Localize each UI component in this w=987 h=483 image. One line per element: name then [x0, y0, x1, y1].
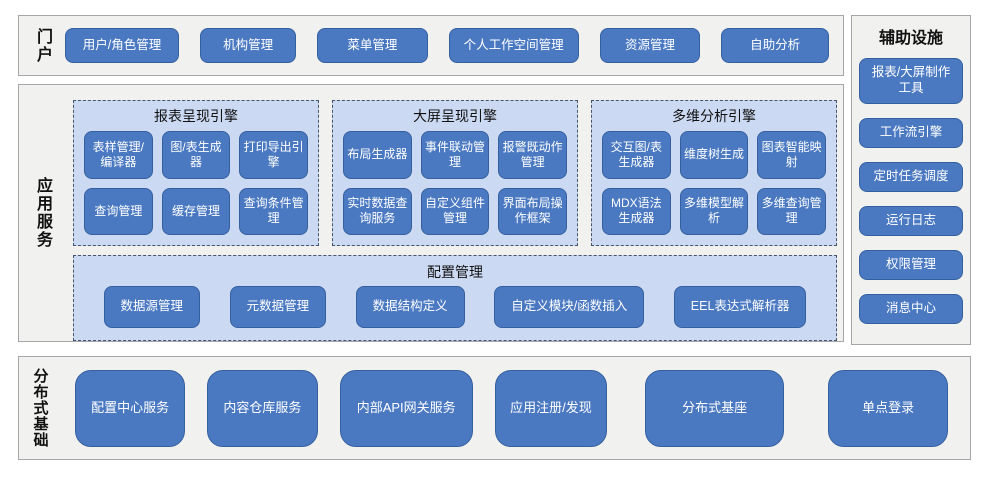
bigscreen-engine-button[interactable]: 界面布局操作框架: [498, 187, 567, 235]
portal-button-org[interactable]: 机构管理: [200, 28, 297, 63]
report-engine-grid: 表样管理/编译器 图/表生成器 打印导出引擎 查询管理 缓存管理 查询条件管理: [74, 128, 318, 245]
config-button-eel-parser[interactable]: EEL表达式解析器: [673, 286, 807, 328]
report-engine-button[interactable]: 图/表生成器: [161, 131, 231, 179]
portal-section: 门户 用户/角色管理 机构管理 菜单管理 个人工作空间管理 资源管理 自助分析: [18, 15, 844, 76]
olap-engine-button[interactable]: 维度树生成: [679, 131, 749, 179]
app-services-section-label: 应用服务: [34, 177, 51, 249]
config-management-panel: 配置管理 数据源管理 元数据管理 数据结构定义 自定义模块/函数插入 EEL表达…: [73, 255, 837, 341]
report-engine-button[interactable]: 打印导出引擎: [239, 131, 308, 179]
olap-engine-button[interactable]: 多维查询管理: [757, 187, 826, 235]
dist-button-content-repo[interactable]: 内容仓库服务: [207, 369, 318, 447]
auxiliary-button-stack: 报表/大屏制作工具 工作流引擎 定时任务调度 运行日志 权限管理 消息中心: [852, 58, 970, 324]
portal-button-menu[interactable]: 菜单管理: [317, 28, 428, 63]
auxiliary-section-title: 辅助设施: [878, 30, 943, 47]
olap-engine-button[interactable]: 多维模型解析: [679, 187, 749, 235]
portal-button-self-analysis[interactable]: 自助分析: [721, 28, 829, 63]
config-button-metadata[interactable]: 元数据管理: [229, 286, 327, 328]
report-engine-button[interactable]: 查询条件管理: [239, 187, 308, 235]
report-engine-button[interactable]: 缓存管理: [161, 187, 231, 235]
olap-engine-panel: 多维分析引擎 交互图/表生成器 维度树生成 图表智能映射 MDX语法生成器 多维…: [591, 100, 837, 246]
app-services-section: 应用服务 报表呈现引擎 表样管理/编译器 图/表生成器 打印导出引擎 查询管理 …: [18, 84, 844, 342]
distributed-button-row: 配置中心服务 内容仓库服务 内部API网关服务 应用注册/发现 分布式基座 单点…: [61, 357, 970, 459]
dist-button-distributed-base[interactable]: 分布式基座: [645, 369, 785, 447]
olap-engine-button[interactable]: MDX语法生成器: [602, 187, 671, 235]
config-management-row: 数据源管理 元数据管理 数据结构定义 自定义模块/函数插入 EEL表达式解析器: [74, 284, 836, 340]
olap-engine-button[interactable]: 图表智能映射: [757, 131, 826, 179]
distributed-section: 分布式基础 配置中心服务 内容仓库服务 内部API网关服务 应用注册/发现 分布…: [18, 356, 971, 460]
bigscreen-engine-button[interactable]: 事件联动管理: [420, 131, 490, 179]
dist-button-app-registry[interactable]: 应用注册/发现: [494, 369, 608, 447]
auxiliary-section: 辅助设施 报表/大屏制作工具 工作流引擎 定时任务调度 运行日志 权限管理 消息…: [851, 15, 971, 345]
engines-row: 报表呈现引擎 表样管理/编译器 图/表生成器 打印导出引擎 查询管理 缓存管理 …: [73, 100, 837, 246]
aux-button-workflow-engine[interactable]: 工作流引擎: [859, 118, 963, 148]
bigscreen-engine-button[interactable]: 布局生成器: [343, 131, 412, 179]
portal-button-workspace[interactable]: 个人工作空间管理: [448, 28, 579, 63]
report-engine-title: 报表呈现引擎: [154, 108, 238, 124]
report-engine-button[interactable]: 表样管理/编译器: [84, 131, 153, 179]
aux-button-permission[interactable]: 权限管理: [859, 250, 963, 280]
olap-engine-title: 多维分析引擎: [672, 108, 756, 124]
dist-button-api-gateway[interactable]: 内部API网关服务: [339, 369, 473, 447]
olap-engine-button[interactable]: 交互图/表生成器: [602, 131, 671, 179]
config-button-custom-module[interactable]: 自定义模块/函数插入: [494, 286, 645, 328]
config-button-datasource[interactable]: 数据源管理: [103, 286, 201, 328]
portal-button-user-role[interactable]: 用户/角色管理: [65, 28, 179, 63]
bigscreen-engine-button[interactable]: 报警既动作管理: [498, 131, 567, 179]
bigscreen-engine-button[interactable]: 实时数据查询服务: [343, 187, 412, 235]
report-engine-panel: 报表呈现引擎 表样管理/编译器 图/表生成器 打印导出引擎 查询管理 缓存管理 …: [73, 100, 319, 246]
portal-section-label: 门户: [34, 27, 51, 64]
aux-button-message-center[interactable]: 消息中心: [859, 294, 963, 324]
dist-button-config-center[interactable]: 配置中心服务: [75, 369, 186, 447]
bigscreen-engine-grid: 布局生成器 事件联动管理 报警既动作管理 实时数据查询服务 自定义组件管理 界面…: [333, 128, 577, 245]
report-engine-button[interactable]: 查询管理: [84, 187, 153, 235]
config-button-data-structure[interactable]: 数据结构定义: [355, 286, 465, 328]
portal-button-resource[interactable]: 资源管理: [599, 28, 701, 63]
aux-button-run-log[interactable]: 运行日志: [859, 206, 963, 236]
portal-button-row: 用户/角色管理 机构管理 菜单管理 个人工作空间管理 资源管理 自助分析: [65, 16, 843, 75]
bigscreen-engine-button[interactable]: 自定义组件管理: [420, 187, 490, 235]
bigscreen-engine-panel: 大屏呈现引擎 布局生成器 事件联动管理 报警既动作管理 实时数据查询服务 自定义…: [332, 100, 578, 246]
aux-button-task-scheduler[interactable]: 定时任务调度: [859, 162, 963, 192]
dist-button-sso[interactable]: 单点登录: [828, 369, 949, 447]
olap-engine-grid: 交互图/表生成器 维度树生成 图表智能映射 MDX语法生成器 多维模型解析 多维…: [592, 128, 836, 245]
app-services-content: 报表呈现引擎 表样管理/编译器 图/表生成器 打印导出引擎 查询管理 缓存管理 …: [65, 85, 843, 341]
config-management-title: 配置管理: [427, 264, 483, 280]
bigscreen-engine-title: 大屏呈现引擎: [413, 108, 497, 124]
aux-button-report-screen-tool[interactable]: 报表/大屏制作工具: [859, 58, 963, 104]
distributed-section-label: 分布式基础: [31, 368, 49, 448]
